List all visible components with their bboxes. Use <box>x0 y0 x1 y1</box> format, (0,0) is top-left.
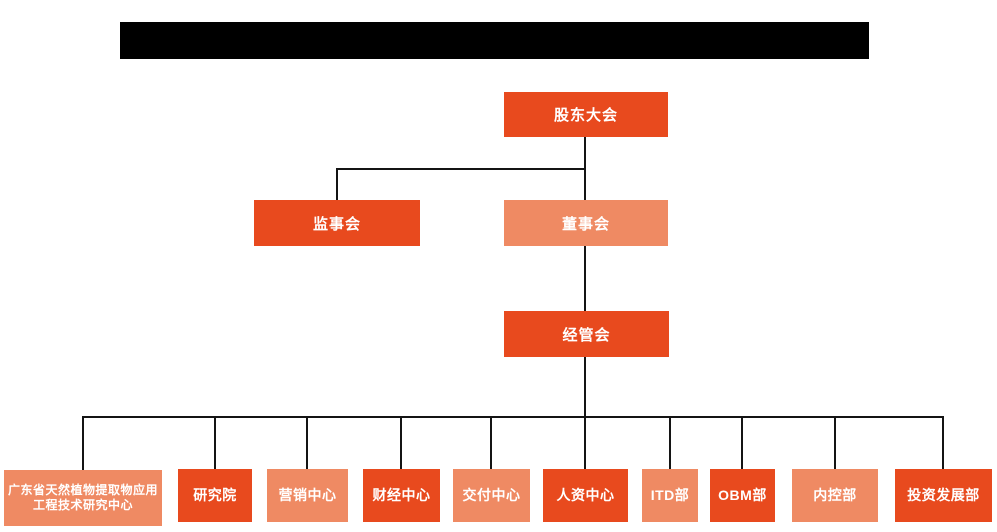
node-shareholders-meeting: 股东大会 <box>504 92 668 137</box>
connector-drop-6 <box>584 417 586 469</box>
node-dept-internal-control: 内控部 <box>792 469 878 522</box>
connector-board-to-management <box>584 246 586 311</box>
node-dept-investment-development: 投资发展部 <box>895 469 992 522</box>
connector-branch-to-supervisory <box>336 168 338 200</box>
connector-drop-8 <box>741 417 743 469</box>
connector-drop-2 <box>214 417 216 469</box>
node-dept-research-institute: 研究院 <box>178 469 252 522</box>
connector-drop-4 <box>400 417 402 469</box>
node-management-committee: 经管会 <box>504 311 669 357</box>
connector-drop-3 <box>306 417 308 469</box>
connector-departments-horizontal <box>82 416 944 418</box>
redacted-title-bar <box>120 22 869 59</box>
connector-branch-horizontal <box>336 168 586 170</box>
node-board-of-directors: 董事会 <box>504 200 668 246</box>
node-dept-itd: ITD部 <box>642 469 698 522</box>
connector-drop-10 <box>942 417 944 469</box>
connector-drop-5 <box>490 417 492 469</box>
node-dept-hr-center: 人资中心 <box>543 469 628 522</box>
node-dept-obm: OBM部 <box>710 469 775 522</box>
node-dept-marketing-center: 营销中心 <box>267 469 348 522</box>
node-dept-finance-center: 财经中心 <box>363 469 440 522</box>
node-supervisory-board: 监事会 <box>254 200 420 246</box>
connector-drop-7 <box>669 417 671 469</box>
node-dept-research-center: 广东省天然植物提取物应用工程技术研究中心 <box>4 470 162 526</box>
connector-management-trunk <box>584 357 586 417</box>
connector-drop-1 <box>82 417 84 470</box>
node-dept-delivery-center: 交付中心 <box>453 469 530 522</box>
connector-drop-9 <box>834 417 836 469</box>
